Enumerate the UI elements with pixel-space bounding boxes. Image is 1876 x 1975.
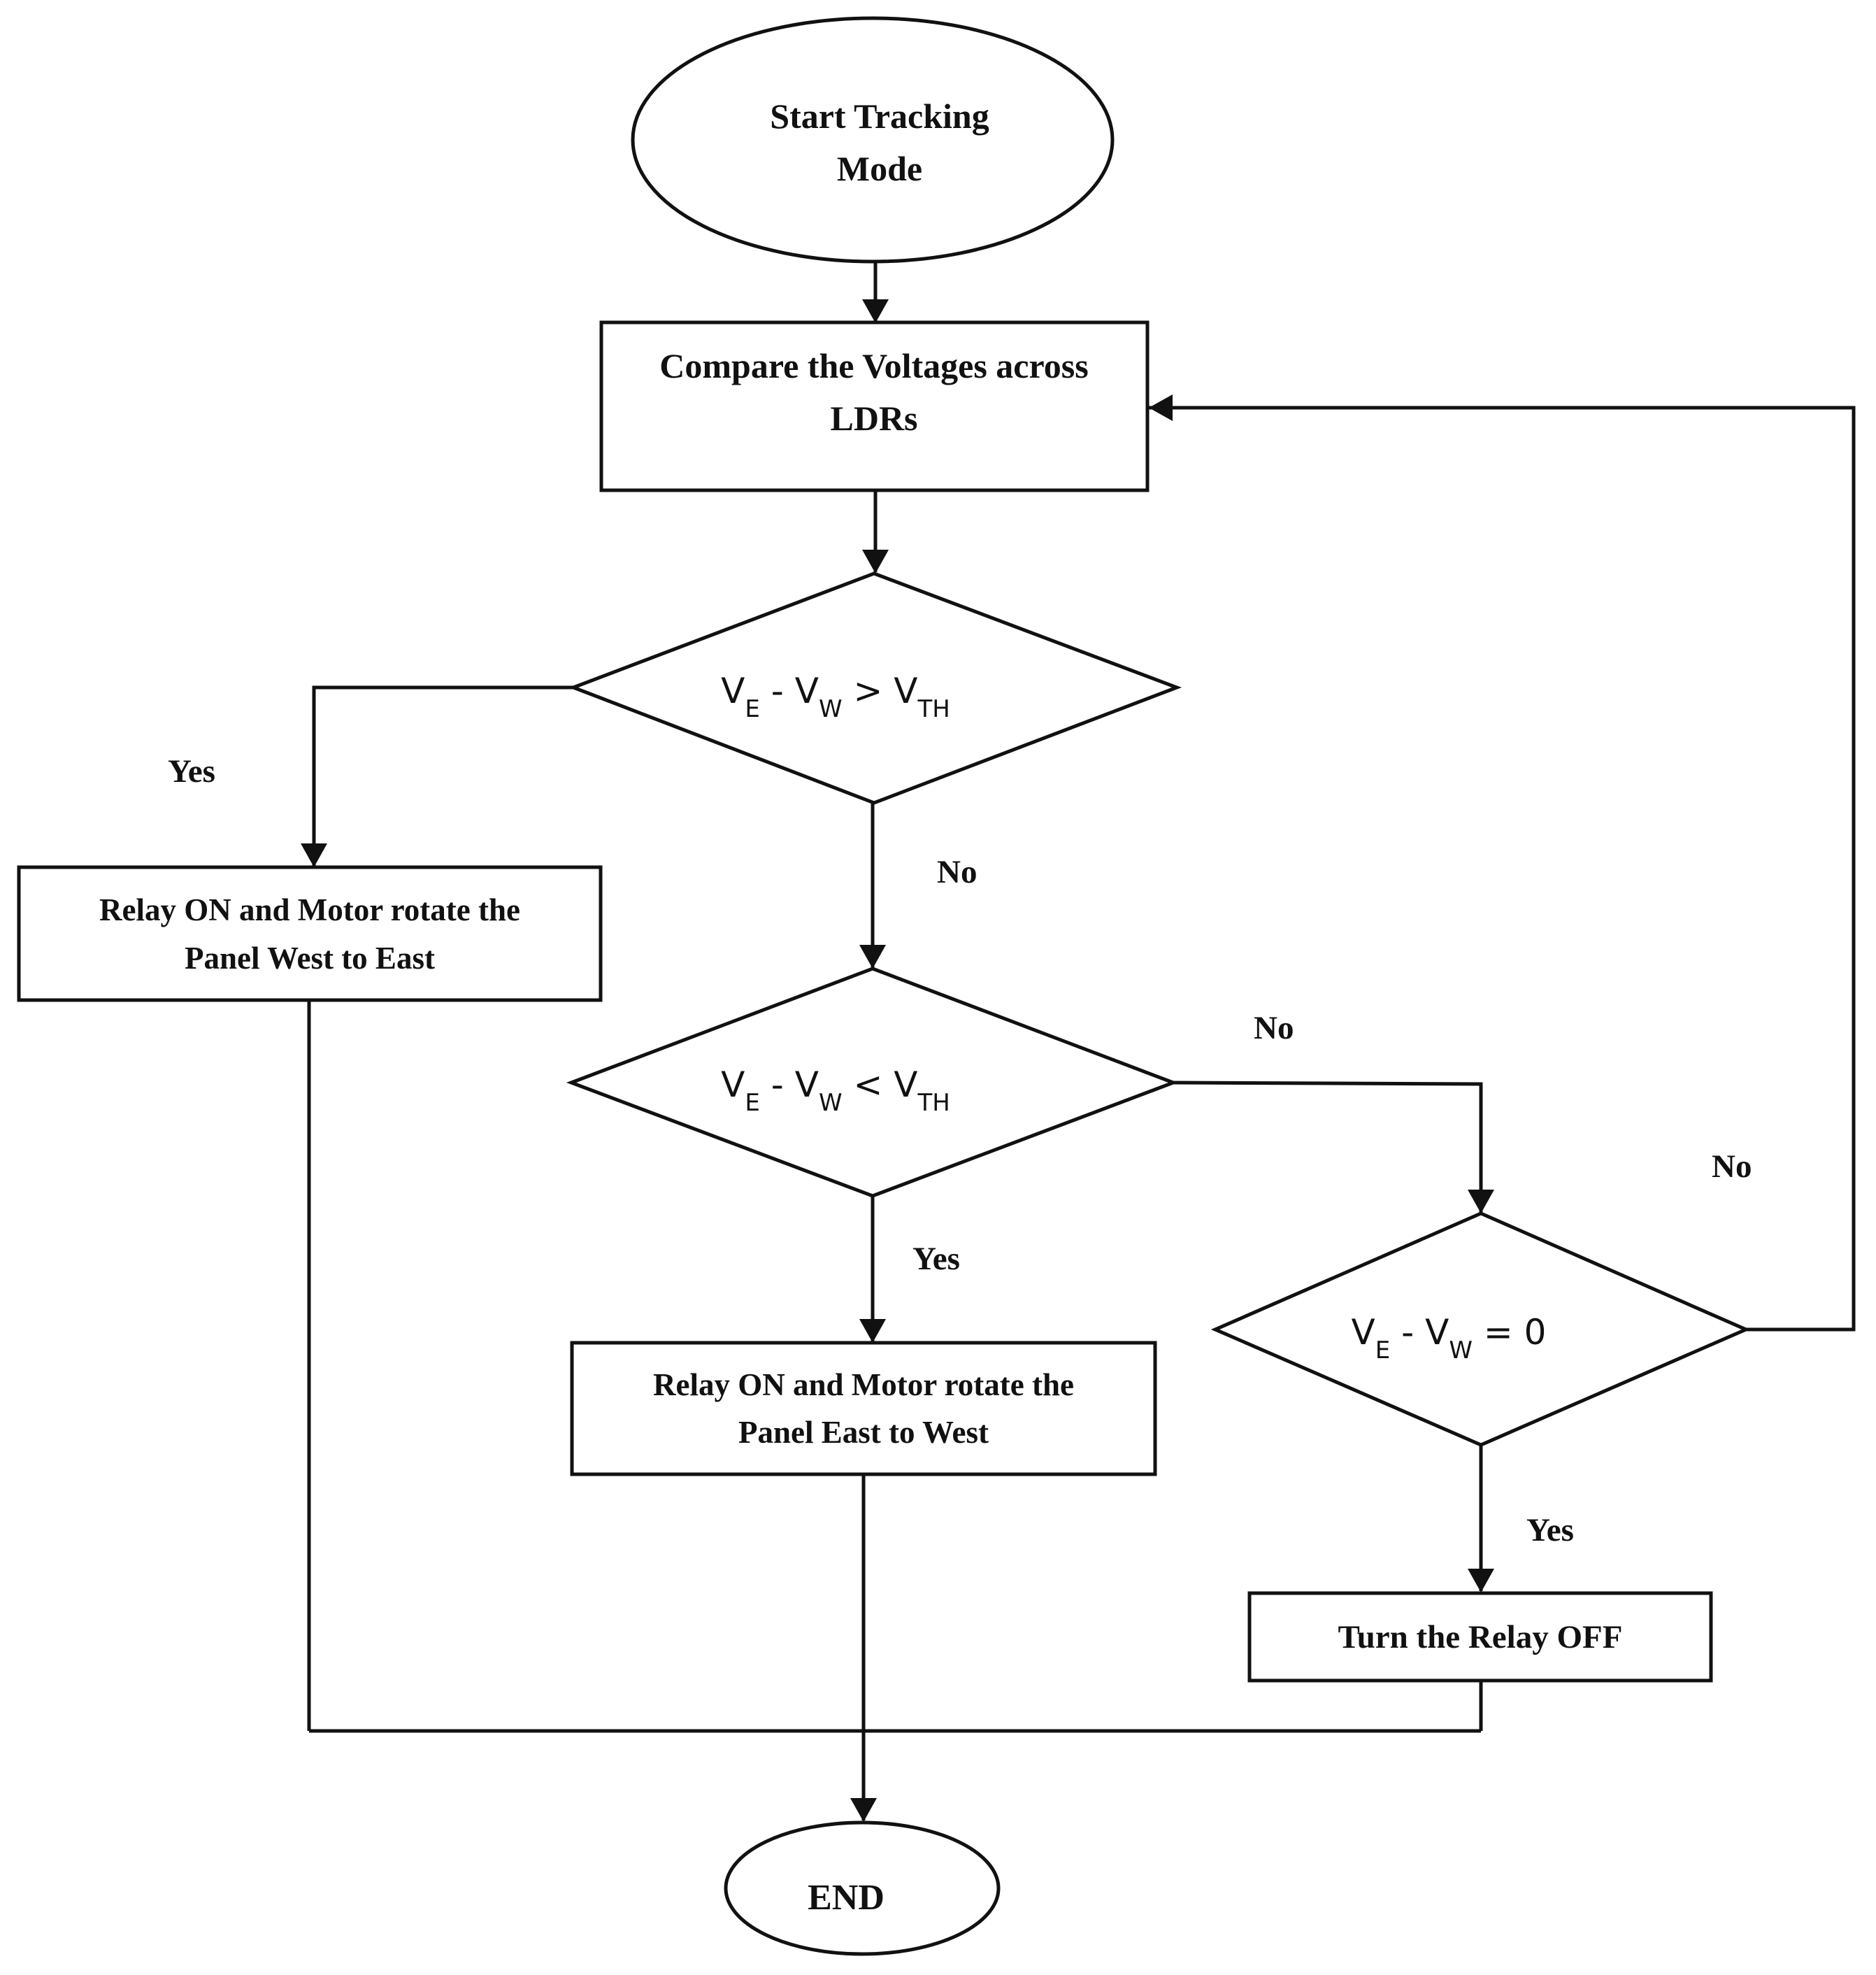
start-node: Start Tracking Mode [631,16,1115,264]
end-node: END [724,1820,1001,1956]
edge-label-d1-yes: Yes [168,753,215,790]
edge-decision1-yes [312,685,573,866]
compare-label-line1: Compare the Voltages across [659,346,1088,385]
start-label-line1: Start Tracking [770,97,989,136]
relay-off-label: Turn the Relay OFF [1338,1619,1623,1655]
relay-east-to-west-node: Relay ON and Motor rotate the Panel East… [570,1341,1157,1476]
compare-node: Compare the Voltages across LDRs [599,320,1150,492]
relay-ew-label-line1: Relay ON and Motor rotate the [653,1367,1074,1402]
arrowhead [859,1319,886,1343]
relay-we-label-line2: Panel West to East [185,941,435,976]
decision3-node: VE - VW = 0 [1210,1211,1751,1447]
compare-label-line2: LDRs [830,399,917,438]
edge-label-d3-no: No [1712,1148,1752,1185]
arrowhead [1468,1569,1494,1592]
relay-ew-label-line2: Panel East to West [738,1415,989,1450]
decision1-label: VE - VW > VTH [721,671,950,723]
arrowhead [850,1798,877,1822]
arrowhead [301,843,327,867]
relay-west-to-east-node: Relay ON and Motor rotate the Panel West… [17,865,603,1002]
relay-we-label-line1: Relay ON and Motor rotate the [99,892,520,927]
edge-label-d2-yes: Yes [912,1241,960,1277]
edge-decision3-no-loop [1149,406,1856,1332]
start-label-line2: Mode [837,149,922,188]
edge-decision2-no [1173,1081,1483,1212]
arrowhead [1149,394,1173,421]
arrowhead [1468,1190,1494,1213]
edge-label-d2-no: No [1254,1010,1294,1046]
edge-label-d3-yes: Yes [1526,1512,1574,1548]
arrowhead [862,550,889,573]
decision1-node: VE - VW > VTH [568,571,1182,805]
edge-label-d1-no: No [937,854,977,890]
decision2-node: VE - VW < VTH [566,967,1179,1198]
relay-off-node: Turn the Relay OFF [1247,1591,1713,1683]
end-label: END [808,1878,885,1918]
arrowhead [862,299,889,323]
arrowhead [859,945,886,969]
decision2-label: VE - VW < VTH [721,1064,950,1117]
decision3-label: VE - VW = 0 [1352,1312,1547,1364]
